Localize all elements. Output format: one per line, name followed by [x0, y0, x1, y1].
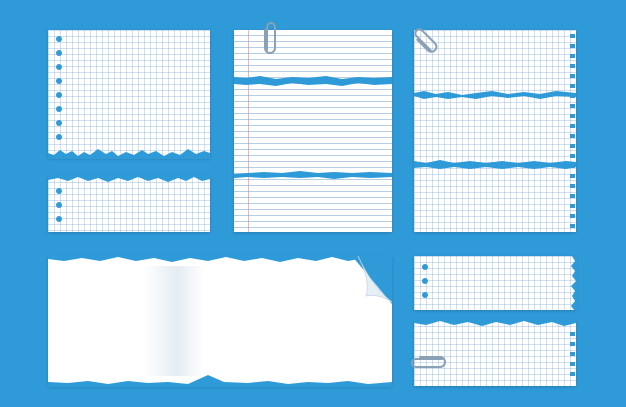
grid-paper-small-top-right [414, 256, 577, 310]
grid-paper-small-bottom-right [414, 319, 576, 386]
grid-paper-right [414, 30, 576, 232]
blank-torn-paper-bottom [48, 255, 392, 387]
binder-holes [568, 30, 576, 232]
torn-strip [414, 160, 576, 169]
paperclip-icon [414, 28, 438, 53]
margin-line [248, 30, 249, 232]
fold-shadow [144, 266, 204, 376]
page-curl-icon [352, 256, 392, 304]
lined-paper-center [234, 30, 392, 232]
torn-edge [48, 255, 392, 262]
torn-edge [48, 375, 392, 387]
paperclip-icon [411, 356, 446, 368]
torn-edge [48, 149, 210, 159]
torn-edge [414, 319, 576, 326]
binder-holes [568, 320, 576, 386]
torn-strip [234, 76, 392, 86]
torn-edge [48, 175, 210, 182]
torn-strip [414, 91, 576, 99]
binder-holes [56, 30, 62, 158]
binder-holes [56, 176, 62, 232]
binder-holes [422, 256, 428, 310]
paperclip-icon [264, 22, 276, 54]
grid-paper-top-left [48, 30, 210, 159]
torn-strip [234, 171, 392, 179]
grid-paper-strip-left [48, 175, 210, 232]
torn-edge [571, 256, 577, 310]
